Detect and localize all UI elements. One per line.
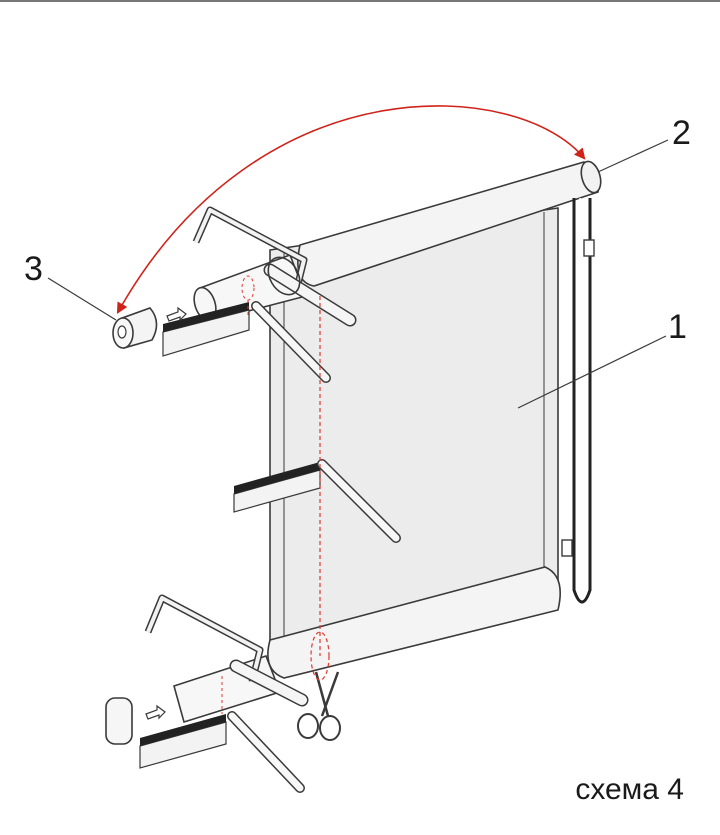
middle-pencil — [317, 459, 401, 543]
control-chain — [561, 198, 595, 604]
top-pencil — [251, 301, 331, 383]
leader-line-1 — [517, 335, 667, 409]
bottom-weight-bar — [267, 566, 561, 679]
bottom-end-plug — [105, 697, 133, 745]
scissors-icon — [297, 671, 341, 741]
bottom-pencil — [227, 711, 305, 793]
end-cap — [112, 307, 158, 350]
bottom-ruler — [139, 714, 227, 769]
leader-line-3 — [47, 277, 117, 321]
callout-label-3: 3 — [24, 250, 43, 288]
leader-line-2 — [597, 139, 669, 173]
transfer-arrow — [116, 105, 586, 314]
bottom-hacksaw — [144, 594, 309, 707]
diagram-caption: схема 4 — [575, 773, 684, 806]
bottom-insert-arrow-icon — [145, 704, 166, 720]
callout-label-2: 2 — [672, 114, 691, 152]
bottom-bar-piece — [173, 655, 282, 724]
callout-label-1: 1 — [668, 308, 687, 346]
